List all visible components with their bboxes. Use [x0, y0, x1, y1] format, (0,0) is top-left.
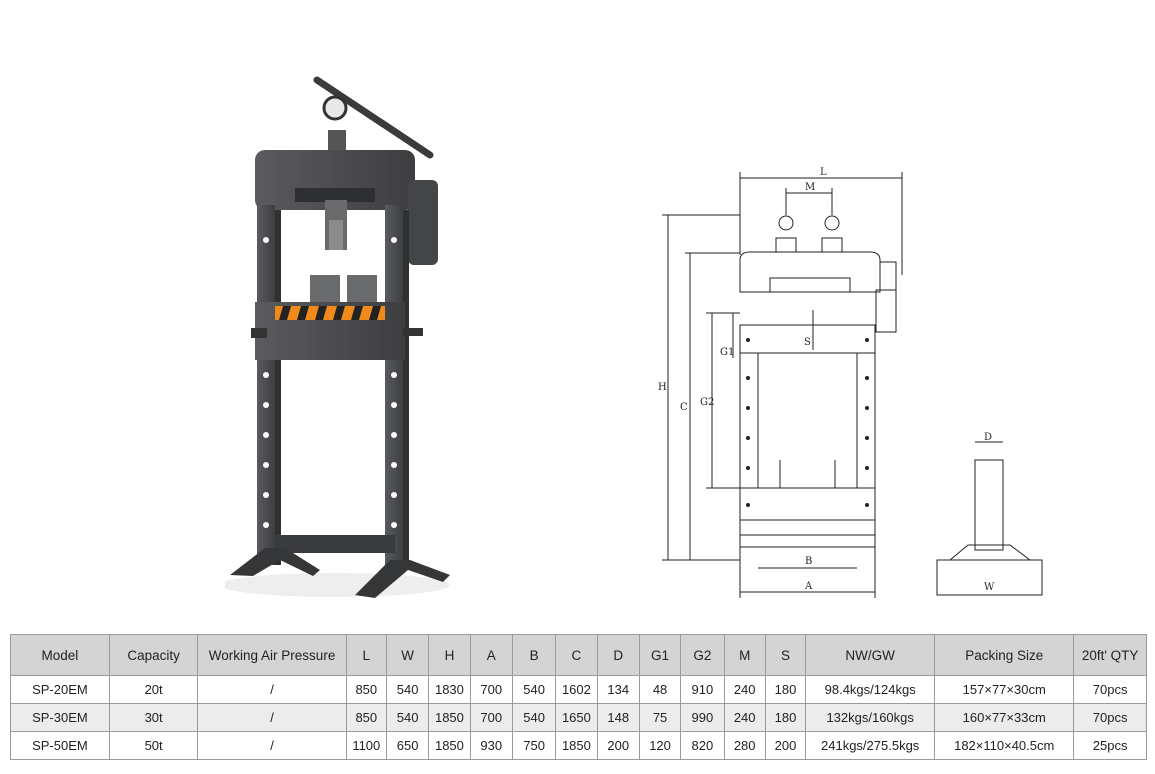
table-cell: 910: [680, 675, 725, 704]
column-header: L: [345, 634, 387, 676]
table-cell: 98.4kgs/124kgs: [805, 675, 936, 704]
table-cell: 30t: [108, 703, 199, 732]
table-cell: 25pcs: [1073, 731, 1147, 760]
table-cell: 160×77×33cm: [934, 703, 1075, 732]
label-A: A: [804, 581, 813, 592]
column-header: Model: [10, 634, 110, 676]
label-B: B: [805, 556, 812, 567]
table-cell: 180: [764, 703, 807, 732]
table-cell: 1650: [555, 703, 598, 732]
table-cell: 540: [511, 675, 557, 704]
table-cell: 148: [596, 703, 640, 732]
table-cell: /: [197, 703, 347, 732]
column-header: Packing Size: [934, 634, 1075, 676]
table-cell: 70pcs: [1073, 703, 1147, 732]
table-cell: 50t: [108, 731, 199, 760]
table-cell: 990: [680, 703, 725, 732]
column-header: G2: [680, 634, 725, 676]
table-cell: 75: [638, 703, 682, 732]
table-row: SP-30EM 30t / 850 540 1850 700 540 1650 …: [10, 703, 1147, 732]
table-cell: 1602: [555, 675, 598, 704]
table-cell: 850: [345, 675, 387, 704]
label-D: D: [984, 432, 992, 443]
label-G1: G1: [720, 347, 734, 358]
column-header: W: [385, 634, 430, 676]
table-cell: 132kgs/160kgs: [805, 703, 936, 732]
dimension-drawing: L M H C G2 G1 S B A D W: [658, 167, 1043, 598]
table-cell: 241kgs/275.5kgs: [805, 731, 936, 760]
table-cell: 650: [385, 731, 430, 760]
spec-table: Model Capacity Working Air Pressure L W …: [10, 634, 1147, 760]
column-header: D: [596, 634, 640, 676]
table-row: SP-20EM 20t / 850 540 1830 700 540 1602 …: [10, 675, 1147, 704]
table-cell: 240: [723, 675, 766, 704]
table-cell: 48: [638, 675, 682, 704]
table-cell: 280: [723, 731, 766, 760]
table-header-row: Model Capacity Working Air Pressure L W …: [10, 634, 1147, 676]
column-header: Working Air Pressure: [197, 634, 347, 676]
table-cell: 1830: [428, 675, 471, 704]
table-cell: 120: [638, 731, 682, 760]
table-cell: 700: [469, 703, 513, 732]
table-cell: SP-50EM: [10, 731, 110, 760]
label-S: S: [804, 337, 811, 348]
column-header: B: [511, 634, 557, 676]
table-cell: 820: [680, 731, 725, 760]
label-L: L: [820, 167, 827, 178]
column-header: H: [428, 634, 471, 676]
table-cell: 1100: [345, 731, 387, 760]
table-cell: SP-20EM: [10, 675, 110, 704]
table-cell: 850: [345, 703, 387, 732]
label-M: M: [805, 182, 815, 193]
shop-press-image: [225, 76, 450, 598]
table-cell: 1850: [555, 731, 598, 760]
column-header: 20ft' QTY: [1073, 634, 1147, 676]
table-cell: 240: [723, 703, 766, 732]
table-cell: /: [197, 731, 347, 760]
column-header: G1: [638, 634, 682, 676]
table-cell: 700: [469, 675, 513, 704]
table-cell: 200: [764, 731, 807, 760]
table-cell: 180: [764, 675, 807, 704]
label-W: W: [984, 582, 995, 593]
table-cell: 540: [511, 703, 557, 732]
label-H: H: [658, 382, 667, 393]
label-C: C: [680, 402, 688, 413]
table-cell: 930: [469, 731, 513, 760]
table-cell: 134: [596, 675, 640, 704]
table-cell: /: [197, 675, 347, 704]
table-cell: 200: [596, 731, 640, 760]
table-cell: 1850: [428, 703, 471, 732]
table-cell: 1850: [428, 731, 471, 760]
table-cell: 182×110×40.5cm: [934, 731, 1075, 760]
label-G2: G2: [700, 397, 714, 408]
column-header: NW/GW: [805, 634, 936, 676]
column-header: M: [723, 634, 766, 676]
table-cell: 157×77×30cm: [934, 675, 1075, 704]
table-cell: 750: [511, 731, 557, 760]
column-header: Capacity: [108, 634, 199, 676]
table-cell: 70pcs: [1073, 675, 1147, 704]
column-header: A: [469, 634, 513, 676]
column-header: S: [764, 634, 807, 676]
table-row: SP-50EM 50t / 1100 650 1850 930 750 1850…: [10, 731, 1147, 760]
table-cell: SP-30EM: [10, 703, 110, 732]
table-cell: 540: [385, 703, 430, 732]
column-header: C: [555, 634, 598, 676]
table-cell: 20t: [108, 675, 199, 704]
table-cell: 540: [385, 675, 430, 704]
